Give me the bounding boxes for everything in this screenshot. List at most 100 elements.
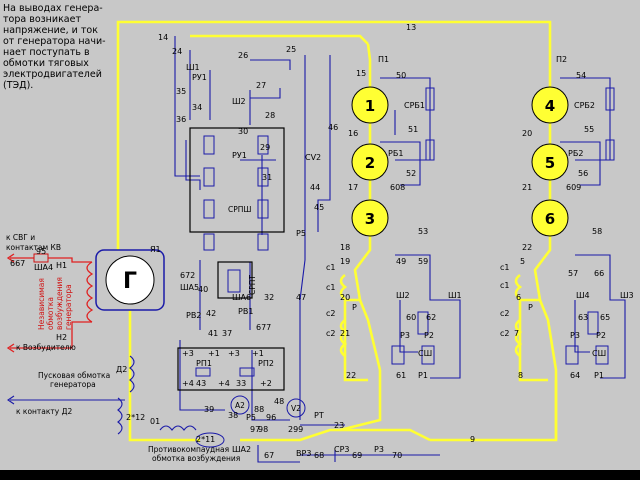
label-labels-srb2: СРБ2 (574, 101, 595, 110)
label-labels-w48: 48 (274, 397, 284, 406)
label-labels-c2a: с2 (326, 309, 336, 318)
label-labels-w68: 68 (314, 451, 324, 460)
label-labels-w20b: 20 (340, 293, 350, 302)
label-labels-w16: 16 (348, 129, 358, 138)
label-labels-w677: 677 (256, 323, 271, 332)
label-labels-w25: 25 (286, 45, 296, 54)
label-labels-pl1b: +1 (252, 349, 264, 358)
label-to-exciter: к Возбудителю (16, 343, 76, 352)
label-labels-rb1: РБ1 (388, 149, 403, 158)
label-labels-w672: 672 (180, 271, 195, 280)
label-labels-r2b: Р2 (596, 331, 606, 340)
label-labels-w47: 47 (296, 293, 306, 302)
label-labels-p1b: Р (352, 303, 357, 312)
generator: Г (95, 249, 165, 311)
label-labels-h1: Н1 (56, 261, 67, 270)
label-labels-w22b: 22 (346, 371, 356, 380)
label-labels-p2: П2 (556, 55, 567, 64)
label-side_labels-indep_2: обмотка (46, 297, 55, 330)
label-labels-w66: 66 (594, 269, 604, 278)
label-labels-w96: 96 (266, 413, 276, 422)
label-labels-w34: 34 (192, 103, 202, 112)
label-labels-ru1: РУ1 (192, 73, 207, 82)
label-motors-4-number: 5 (545, 154, 555, 172)
label-labels-w43: 43 (196, 379, 206, 388)
label-side_labels-indep_1: Независимая (37, 278, 46, 330)
label-labels-w63: 63 (578, 313, 588, 322)
label-labels-w24: 24 (172, 47, 182, 56)
label-labels-w58: 58 (592, 227, 602, 236)
label-labels-w32: 32 (264, 293, 274, 302)
label-labels-sha4: ША4 (34, 263, 53, 272)
label-labels-w01: 01 (150, 417, 160, 426)
label-labels-w56: 56 (578, 169, 588, 178)
label-labels-w2x12: 2*12 (126, 413, 145, 422)
label-labels-w28: 28 (265, 111, 275, 120)
independent-excitation-winding (20, 253, 94, 349)
label-labels-w98: 98 (258, 425, 268, 434)
label-labels-w88: 88 (254, 405, 264, 414)
label-motors-2-number: 3 (365, 210, 375, 228)
label-labels-r4: Р5 (246, 413, 256, 422)
label-labels-w23: 23 (334, 421, 344, 430)
label-labels-w33: 33 (236, 379, 246, 388)
label-labels-sh2b: Ш2 (396, 291, 410, 300)
label-labels-rv1: РВ1 (238, 307, 253, 316)
label-labels-sr3: СР3 (334, 445, 350, 454)
label-labels-w67: 67 (264, 451, 274, 460)
label-labels-vr3: ВР3 (296, 449, 311, 458)
label-labels-w65: 65 (600, 313, 610, 322)
label-components-srpt: СРПТ (248, 275, 257, 295)
label-labels-ps5: ША5 (180, 283, 199, 292)
label-labels-ya1: Я1 (150, 245, 161, 254)
label-start-winding-1: Пусковая обмотка (38, 371, 110, 380)
label-labels-w97: 97 (250, 425, 260, 434)
label-labels-p2b: Р (528, 303, 533, 312)
label-labels-w18: 18 (340, 243, 350, 252)
label-labels-r1b: Р1 (594, 371, 604, 380)
label-labels-c2d: с2 (500, 329, 510, 338)
motor-field-group-2 (514, 273, 609, 365)
start-winding (80, 355, 135, 401)
label-motors-1-number: 2 (365, 154, 375, 172)
label-generator-symbol: Г (123, 269, 137, 294)
label-labels-w95: 95 (36, 247, 46, 256)
ammeter: А2 (230, 395, 250, 415)
label-labels-w20: 20 (522, 129, 532, 138)
label-labels-w64: 64 (570, 371, 580, 380)
label-labels-pl4b: +4 (218, 379, 230, 388)
voltmeter: V2 (286, 398, 306, 418)
label-labels-c1d: с1 (500, 281, 510, 290)
relay-panel-rp (177, 347, 285, 391)
label-anticompound-2: обмотка возбуждения (152, 454, 240, 463)
label-to-d2: к контакту Д2 (16, 407, 72, 416)
label-labels-w609: 609 (566, 183, 581, 192)
label-labels-w5: 5 (520, 257, 525, 266)
label-labels-r3c: Р3 (374, 445, 384, 454)
independent-winding-label: Независимая обмотка возбуждения генерато… (37, 277, 73, 330)
label-labels-w30: 30 (238, 127, 248, 136)
label-labels-w46: 46 (328, 123, 338, 132)
label-labels-sh4: Ш4 (576, 291, 590, 300)
label-labels-w2x11: 2*11 (196, 435, 215, 444)
label-labels-pl2: +2 (260, 379, 272, 388)
label-labels-w22: 22 (522, 243, 532, 252)
traction-motor-2: 2 (351, 143, 389, 181)
label-labels-c1c: с1 (326, 283, 336, 292)
label-labels-rb2: РБ2 (568, 149, 583, 158)
label-labels-w31: 31 (262, 173, 272, 182)
traction-motor-4: 4 (531, 86, 569, 124)
label-labels-w6: 6 (516, 293, 521, 302)
label-labels-w70: 70 (392, 451, 402, 460)
label-labels-w51: 51 (408, 125, 418, 134)
label-labels-w35: 35 (176, 87, 186, 96)
label-labels-d2: Д2 (116, 365, 127, 374)
label-labels-w61: 61 (396, 371, 406, 380)
label-labels-r2: Р2 (424, 331, 434, 340)
label-labels-w41: 41 (208, 329, 218, 338)
label-labels-w19: 19 (340, 257, 350, 266)
diagram-labels: 14 13 24 Ш1 РУ1 26 25 27 Ш2 28 35 34 36 … (10, 23, 634, 460)
label-labels-w52: 52 (406, 169, 416, 178)
